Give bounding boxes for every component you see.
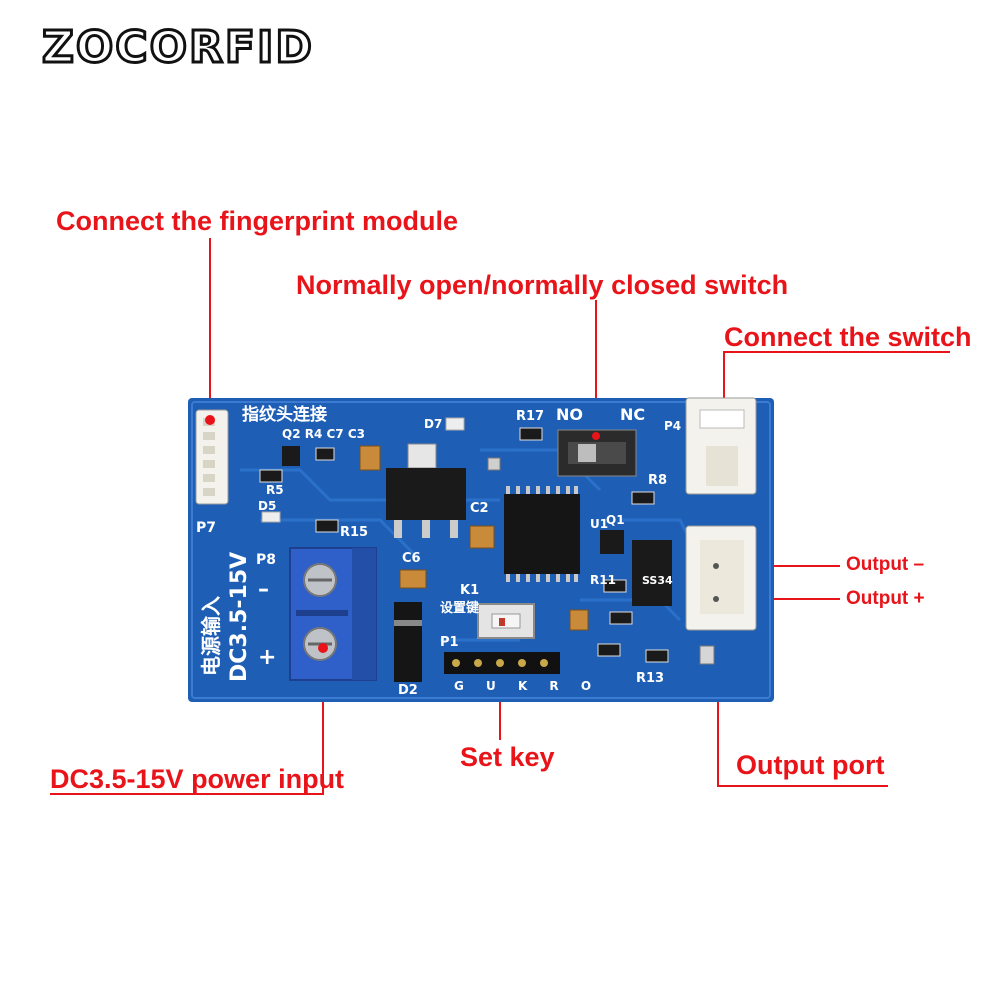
silk-p4: P4 — [664, 419, 681, 433]
silk-c2: C2 — [470, 501, 489, 516]
silk-r8: R8 — [648, 473, 667, 488]
silk-set-cn: 设置键 — [440, 600, 479, 616]
callout-connect-switch: Connect the switch — [724, 322, 972, 352]
silk-d7: D7 — [424, 417, 442, 431]
callout-no-nc-switch: Normally open/normally closed switch — [296, 270, 789, 300]
silk-no: NO — [556, 405, 583, 424]
silk-minus: – — [258, 577, 269, 602]
brand-logo: ZOCORFID — [41, 21, 314, 75]
fingerprint-marker-dot — [205, 415, 215, 425]
silk-r15: R15 — [340, 525, 368, 540]
microcontroller-chip — [504, 494, 580, 574]
silk-d2: D2 — [398, 683, 418, 698]
silk-refs-top: Q2 R4 C7 C3 — [282, 427, 365, 441]
callout-output-plus: Output + — [846, 588, 925, 609]
silk-nc: NC — [620, 405, 645, 424]
callout-set-key: Set key — [460, 742, 555, 772]
silk-power-voltage: DC3.5-15V — [227, 552, 252, 682]
silk-p8: P8 — [256, 552, 276, 568]
silk-c6: C6 — [402, 551, 421, 566]
diode-ss34 — [632, 540, 672, 606]
callout-output-minus: Output – — [846, 554, 925, 575]
voltage-regulator — [386, 468, 466, 520]
silk-ss34: SS34 — [642, 574, 673, 587]
silk-q1: Q1 — [606, 513, 625, 527]
silk-p1: P1 — [440, 635, 459, 650]
silk-r17: R17 — [516, 409, 544, 424]
silk-power-cn: 电源输入 — [199, 596, 223, 676]
silk-r11: R11 — [590, 573, 616, 587]
silk-k1: K1 — [460, 583, 479, 598]
silk-plus: + — [258, 645, 276, 670]
silk-r5: R5 — [266, 483, 284, 497]
diode-d2 — [394, 602, 422, 682]
silk-r13: R13 — [636, 671, 664, 686]
callout-output-port: Output port — [736, 750, 885, 780]
silk-d5: D5 — [258, 499, 276, 513]
silk-u1: U1 — [590, 517, 608, 531]
silk-fingerprint-cn: 指纹头连接 — [242, 404, 327, 425]
silk-header-pins: G U K R O — [454, 679, 600, 693]
set-key-button — [477, 603, 535, 639]
callout-fingerprint-module: Connect the fingerprint module — [56, 206, 458, 236]
callout-power-input: DC3.5-15V power input — [50, 764, 345, 794]
silk-p7: P7 — [196, 520, 216, 536]
